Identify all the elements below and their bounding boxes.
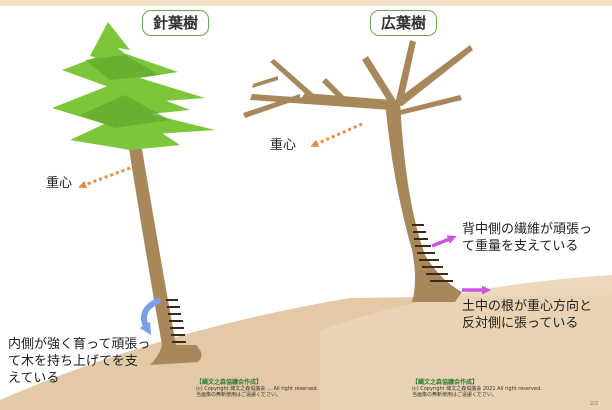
conifer-note-line: て木を持ち上げてを支 [8, 354, 138, 369]
broadleaf-title: 広葉樹 [370, 10, 438, 36]
root-note-line: 土中の根が重心方向と [462, 299, 593, 314]
conifer-foliage [52, 22, 215, 150]
broadleaf-tree [243, 40, 473, 302]
broadleaf-trunk [385, 100, 462, 302]
conifer-tree [52, 22, 215, 365]
broadleaf-hatch [412, 224, 453, 282]
root-note-line: 反対側に張っている [462, 316, 579, 331]
root-note: 土中の根が重心方向と 反対側に張っている [462, 298, 592, 332]
cg-arrow-left [78, 166, 131, 189]
copyright-line: (c) Copyright 縄文之森協議会 … All right reserv… [196, 386, 319, 392]
copyright-heading: 【縄文之森協議会作成】 [196, 379, 263, 386]
conifer-trunk [120, 88, 202, 365]
copyright-line: 当画像の無断使用はご遠慮ください。 [196, 392, 282, 398]
fiber-note: 背中側の繊維が頑張っ て重量を支えている [462, 221, 592, 255]
conifer-title: 針葉樹 [142, 10, 210, 36]
copyright-heading: 【縄文之森協議会作成】 [412, 379, 479, 386]
cg-arrow-right [310, 122, 363, 148]
copyright-line: (c) Copyright 縄文之森協議会 2021 All right res… [412, 386, 542, 392]
fiber-note-line: 背中側の繊維が頑張っ [462, 222, 593, 237]
conifer-note: 内側が強く育って頑張っ て木を持ち上げてを支 えている [8, 336, 150, 387]
copyright-right: 【縄文之森協議会作成】 (c) Copyright 縄文之森協議会 2021 A… [412, 379, 542, 399]
cg-label-right: 重心 [270, 138, 297, 153]
fiber-note-line: て重量を支えている [462, 239, 579, 254]
page-number: 2/2 [590, 401, 599, 407]
conifer-hatch [166, 299, 186, 343]
copyright-line: 当画像の無断使用はご遠慮ください。 [412, 392, 498, 398]
conifer-note-line: えている [8, 371, 60, 386]
top-banner [0, 0, 612, 6]
growth-curve-arrow [139, 297, 162, 336]
copyright-left: 【縄文之森協議会作成】 (c) Copyright 縄文之森協議会 … All … [196, 379, 319, 399]
ground-right-slope [320, 275, 612, 410]
cg-label-left: 重心 [46, 176, 73, 191]
conifer-note-line: 内側が強く育って頑張っ [8, 337, 151, 352]
broadleaf-branches [243, 40, 473, 118]
fiber-arrow [431, 235, 457, 248]
